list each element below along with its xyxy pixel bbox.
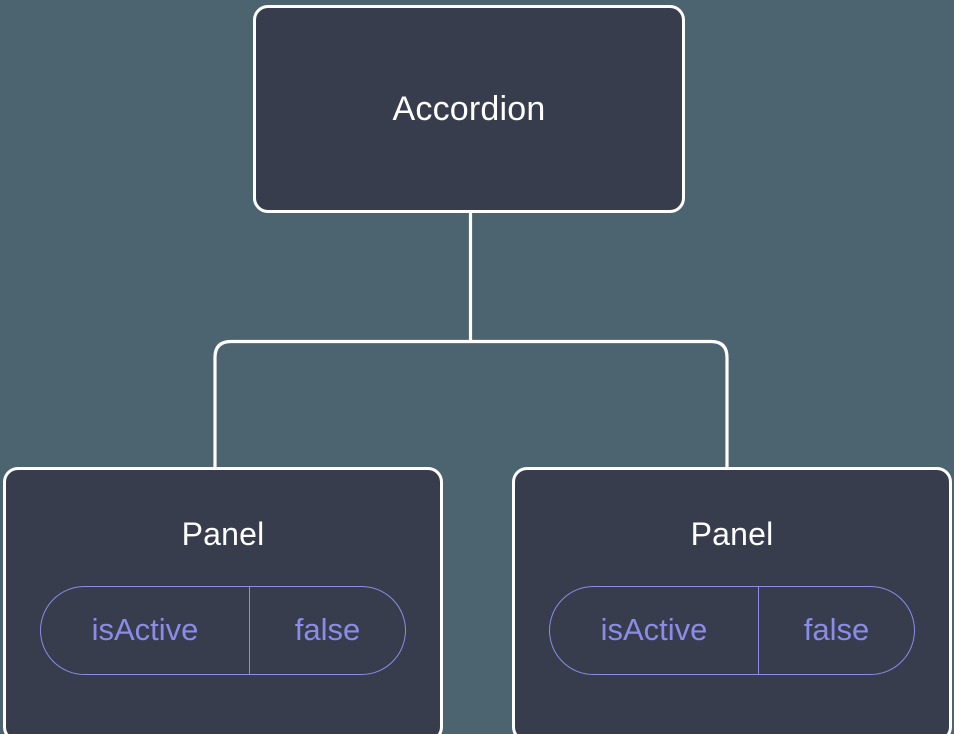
node-panel-1-label: Panel: [181, 516, 265, 552]
node-panel-1[interactable]: Panel isActive false: [3, 467, 443, 734]
prop-badge-isactive-1[interactable]: isActive false: [40, 586, 406, 675]
node-panel-2[interactable]: Panel isActive false: [512, 467, 952, 734]
node-panel-2-label: Panel: [690, 516, 774, 552]
node-accordion-label: Accordion: [392, 90, 546, 128]
prop-key-isactive-2: isActive: [550, 587, 759, 674]
node-accordion[interactable]: Accordion: [253, 5, 685, 213]
prop-key-isactive-1: isActive: [41, 587, 250, 674]
prop-badge-isactive-2[interactable]: isActive false: [549, 586, 915, 675]
prop-value-isactive-2: false: [803, 612, 870, 647]
prop-value-isactive-1: false: [294, 612, 361, 647]
edge-fork-left: [213, 339, 471, 469]
edge-fork-right: [470, 339, 729, 469]
